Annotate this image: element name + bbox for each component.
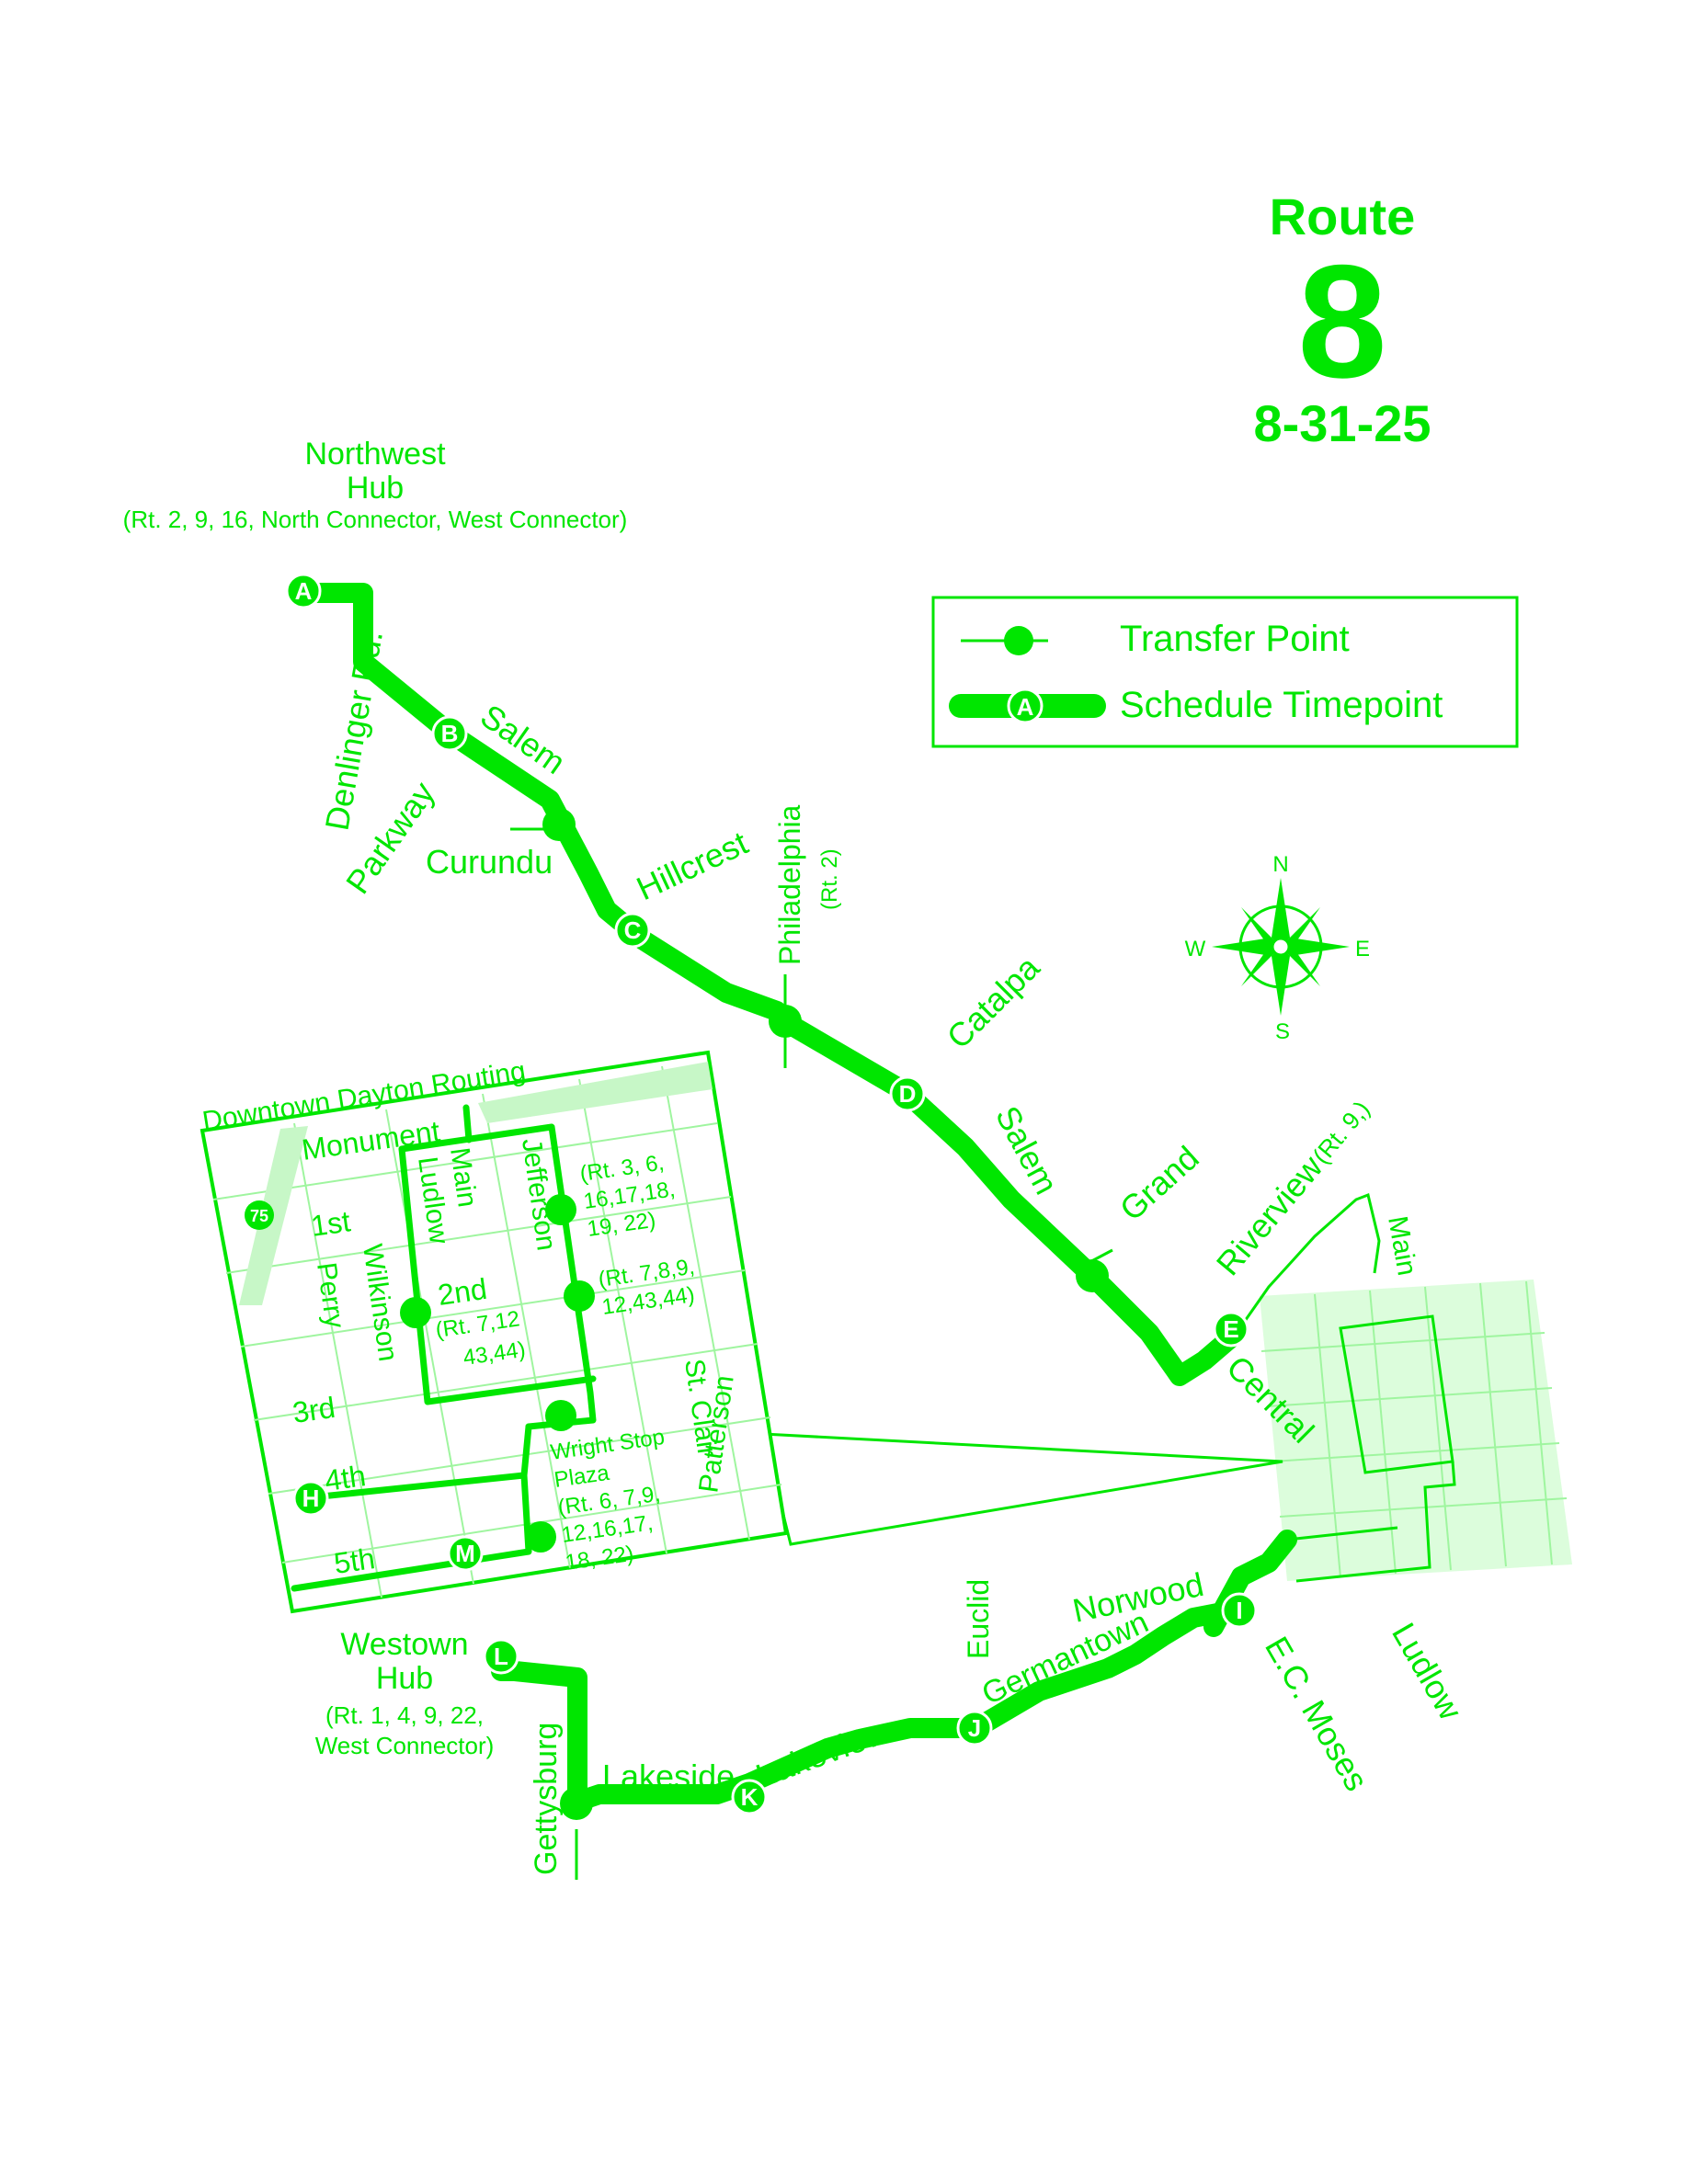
transfer-point-jefferson-1 [545, 1194, 576, 1225]
legend-timepoint-label: Schedule Timepoint [1120, 685, 1443, 725]
timepoint-m: M [447, 1535, 484, 1572]
fifth-label: 5th [332, 1541, 377, 1580]
northwest-hub-line2: Hub [347, 471, 404, 506]
philadelphia-label: Philadelphia [773, 804, 806, 965]
svg-text:B: B [441, 720, 459, 747]
transfer-point-curundu [542, 808, 576, 841]
catalpa-label: Catalpa [940, 948, 1047, 1055]
gettysburg-label: Gettysburg [529, 1723, 564, 1875]
main-label: Main [1382, 1213, 1422, 1278]
riverview-label: Riverview [1209, 1147, 1330, 1282]
timepoint-i: I [1221, 1592, 1258, 1629]
interstate-number: 75 [250, 1207, 268, 1225]
timepoint-b: B [431, 715, 468, 752]
route-number: 8 [1297, 233, 1386, 412]
lakeside-label: Lakeside [602, 1757, 735, 1795]
downtown-route-loop [1235, 1192, 1456, 1583]
ludlow-label: Ludlow [1385, 1617, 1470, 1727]
interstate-shield-icon [245, 1200, 274, 1230]
euclid-label: Euclid [962, 1579, 995, 1659]
svg-text:A: A [295, 577, 313, 605]
svg-text:E: E [1223, 1315, 1238, 1343]
timepoint-icon [1007, 688, 1044, 724]
hillcrest-label: Hillcrest [631, 824, 753, 907]
timepoint-l: L [483, 1638, 519, 1675]
timepoint-j: J [956, 1710, 993, 1746]
downtown-area [1260, 1280, 1572, 1581]
first-label: 1st [309, 1204, 352, 1243]
compass-north: N [1272, 852, 1288, 877]
westown-hub: Westown Hub (Rt. 1, 4, 9, 22, West Conne… [315, 1627, 495, 1759]
timepoints: A B C D E I J K L [285, 573, 1258, 1815]
svg-text:L: L [494, 1643, 508, 1670]
northwest-hub-routes: (Rt. 2, 9, 16, North Connector, West Con… [123, 506, 628, 533]
transfer-point-gettysburg [560, 1787, 593, 1820]
westown-hub-line1: Westown [340, 1627, 468, 1662]
compass-icon: N S W E [1185, 852, 1370, 1044]
svg-text:I: I [1236, 1597, 1242, 1624]
transfer-point-fifth [525, 1521, 556, 1553]
transfer-point-philadelphia [769, 1005, 802, 1038]
transfer-points [510, 808, 1113, 1880]
transfer-point-icon [1004, 626, 1033, 655]
riverview-rt-label: (Rt. 9,) [1307, 1096, 1375, 1169]
svg-text:J: J [968, 1714, 981, 1742]
legend-transfer-label: Transfer Point [1120, 619, 1350, 659]
legend-box [931, 596, 1519, 748]
ec-moses-label: E.C. Moses [1258, 1631, 1376, 1798]
svg-text:D: D [899, 1080, 917, 1108]
philadelphia-rt-label: (Rt. 2) [817, 848, 842, 910]
svg-text:C: C [624, 916, 642, 944]
route-word: Route [1270, 188, 1416, 245]
transfer-point-jefferson-2 [564, 1280, 595, 1312]
lakeview-label: Lakeview [751, 1712, 895, 1794]
northwest-hub-line1: Northwest [304, 437, 446, 472]
effective-date: 8-31-25 [1253, 394, 1431, 452]
timepoint-d: D [889, 1075, 926, 1112]
legend-timepoint-letter: A [1017, 693, 1034, 721]
timepoint-k: K [731, 1779, 768, 1815]
legend: Transfer Point A Schedule Timepoint [931, 596, 1519, 748]
svg-text:M: M [455, 1540, 475, 1567]
compass-south: S [1275, 1019, 1290, 1044]
timepoint-a: A [285, 573, 322, 609]
timepoint-h: H [292, 1480, 329, 1517]
transfer-point-grand [1076, 1259, 1109, 1292]
denlinger-label: Denlinger Rd. [318, 627, 391, 833]
timepoint-c: C [614, 912, 651, 949]
third-label: 3rd [291, 1391, 337, 1429]
callout-beam [761, 1432, 1283, 1546]
downtown-inset: 75 Downtown Dayton Routing H M Monument … [200, 1050, 789, 1614]
fourth-label: 4th [323, 1459, 368, 1497]
westown-hub-routes-1: (Rt. 1, 4, 9, 22, [325, 1701, 484, 1729]
westown-hub-routes-2: West Connector) [315, 1732, 495, 1759]
northwest-hub: Northwest Hub (Rt. 2, 9, 16, North Conne… [123, 437, 628, 533]
westown-hub-line2: Hub [376, 1661, 433, 1696]
curundu-label: Curundu [426, 843, 553, 881]
compass-east: E [1355, 937, 1370, 961]
transfer-point-ludlow [400, 1297, 431, 1328]
svg-text:H: H [302, 1484, 320, 1512]
grand-label: Grand [1112, 1139, 1206, 1228]
transfer-point-wright-stop [545, 1400, 576, 1431]
compass-west: W [1185, 937, 1206, 961]
svg-text:K: K [741, 1783, 758, 1811]
second-label: 2nd [436, 1272, 489, 1312]
timepoint-e: E [1213, 1311, 1249, 1348]
